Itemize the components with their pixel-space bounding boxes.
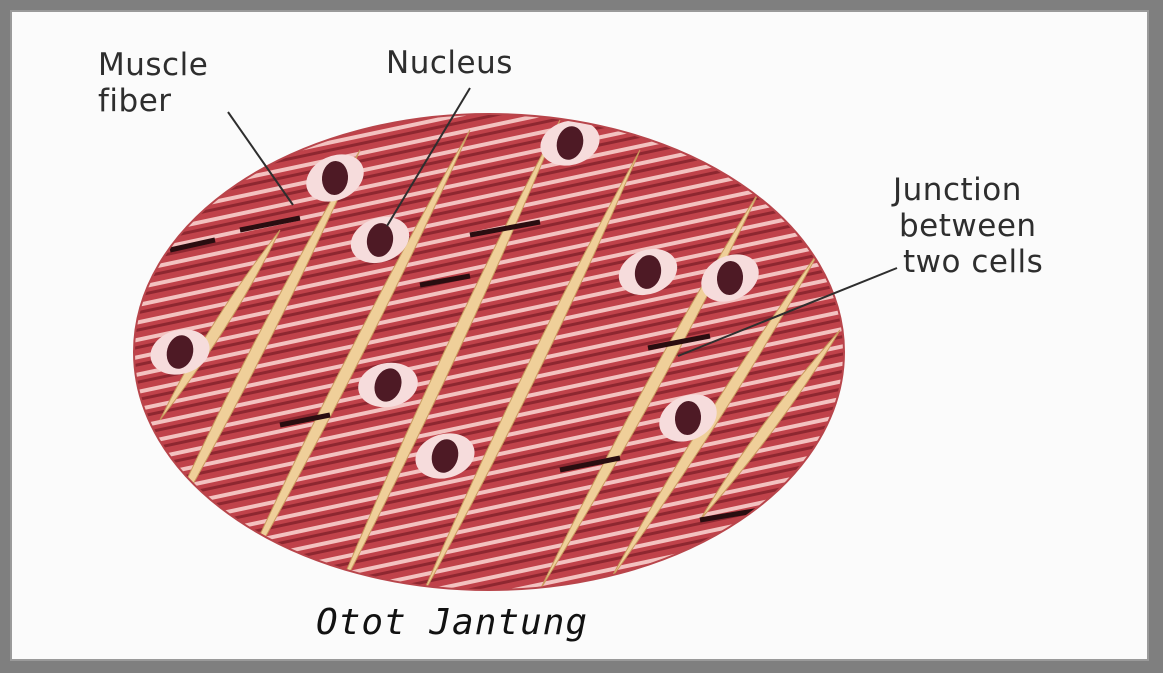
junction-label-line1: Junction <box>893 172 1043 208</box>
junction-label: Junction between two cells <box>893 172 1043 280</box>
tissue-circle <box>100 100 900 620</box>
caption: Otot Jantung <box>316 602 588 643</box>
junction-label-line2: between <box>893 208 1043 244</box>
muscle-fiber-label: Muscle fiber <box>98 47 208 119</box>
junction-label-line3: two cells <box>893 244 1043 280</box>
nucleus-label: Nucleus <box>386 45 513 81</box>
muscle-fiber-label-line2: fiber <box>98 83 208 119</box>
muscle-fiber-label-line1: Muscle <box>98 47 208 83</box>
